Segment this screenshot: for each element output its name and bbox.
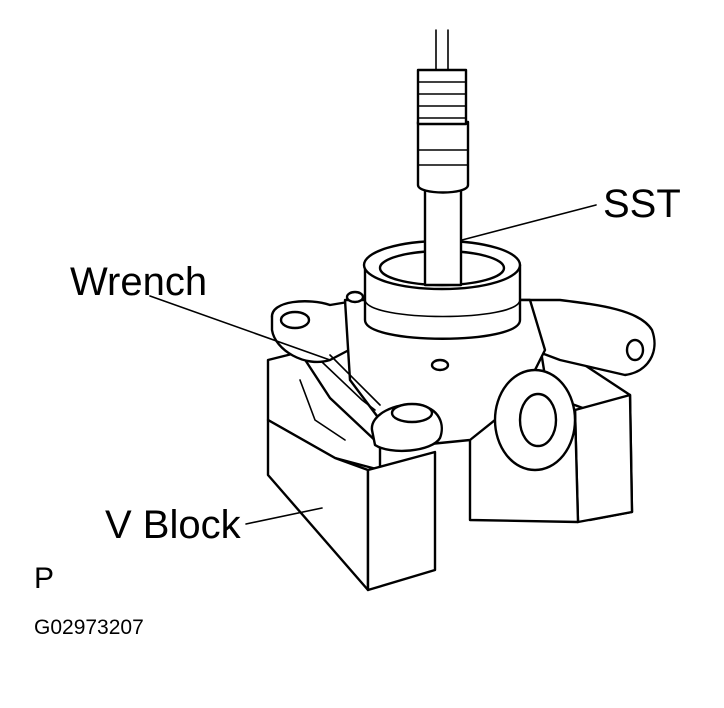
sst-tool	[416, 29, 470, 287]
label-sst: SST	[603, 182, 681, 226]
label-wrench: Wrench	[70, 260, 207, 304]
sst-leader	[461, 204, 597, 241]
label-v-block: V Block	[105, 503, 242, 547]
wrench-leader	[149, 295, 331, 361]
v-block-left	[266, 350, 437, 592]
view-code: P	[34, 562, 54, 595]
v-block-leader	[245, 507, 323, 525]
figure-id: G02973207	[34, 616, 144, 639]
